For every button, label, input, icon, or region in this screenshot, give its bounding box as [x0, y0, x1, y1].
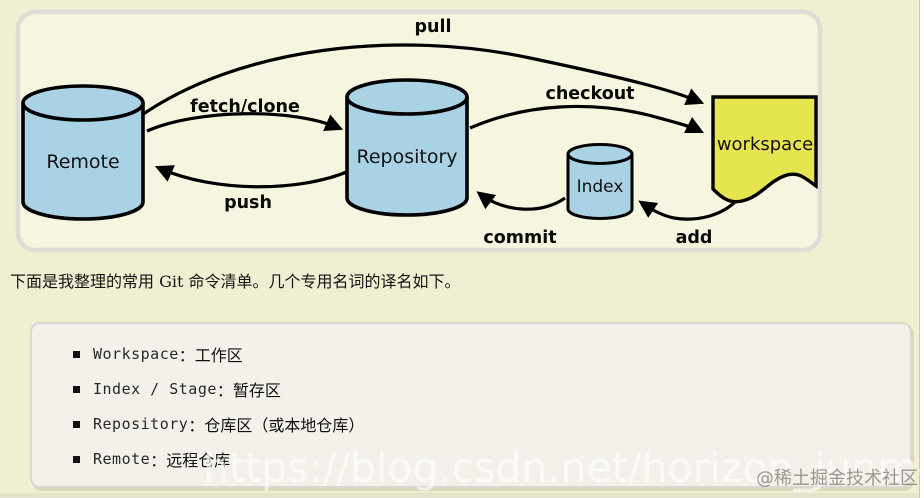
- edge-fetch-clone-label: fetch/clone: [190, 97, 300, 117]
- node-index-label: Index: [577, 177, 624, 197]
- edge-add-label: add: [676, 228, 713, 248]
- node-index: Index: [566, 143, 634, 220]
- glossary-definition: 暂存区: [232, 381, 281, 400]
- glossary-separator: ：: [150, 451, 167, 470]
- glossary-definition: 远程仓库: [166, 451, 231, 470]
- glossary-box: Workspace ： 工作区 Index / Stage ： 暂存区 Repo…: [30, 322, 912, 488]
- intro-text-suffix: 命令清单。几个专用名词的译名如下。: [183, 272, 461, 291]
- bullet-icon: [73, 350, 80, 358]
- edge-pull-label: pull: [415, 17, 452, 37]
- node-workspace: workspace: [711, 95, 818, 204]
- list-item-repository: Repository ： 仓库区（或本地仓库）: [73, 413, 910, 435]
- intro-paragraph: 下面是我整理的常用 Git 命令清单。几个专用名词的译名如下。: [10, 268, 890, 292]
- edge-push-label: push: [224, 193, 272, 213]
- node-remote-label: Remote: [46, 151, 119, 173]
- glossary-term: Index / Stage: [93, 380, 217, 398]
- glossary-separator: ：: [188, 416, 205, 435]
- glossary-separator: ：: [216, 381, 233, 400]
- bullet-icon: [73, 455, 80, 463]
- list-item-remote: Remote ： 远程仓库: [73, 448, 910, 470]
- glossary-term: Repository: [93, 415, 189, 433]
- node-remote: Remote: [21, 84, 145, 221]
- right-edge-strip: [919, 0, 924, 498]
- glossary-separator: ：: [178, 346, 195, 365]
- edge-pull-arrow: [138, 43, 705, 119]
- edge-checkout-label: checkout: [545, 84, 634, 104]
- edge-fetch-clone-arrow: [146, 112, 344, 133]
- node-repository-label: Repository: [356, 146, 457, 168]
- glossary-term: Workspace: [93, 345, 179, 363]
- edge-commit-arrow: [476, 191, 566, 211]
- edge-add-arrow: [638, 199, 738, 221]
- watermark-url: https://blog.csdn.net/horizon_junmowen: [203, 444, 924, 492]
- edge-push-arrow: [154, 165, 350, 189]
- node-workspace-label: workspace: [717, 134, 813, 155]
- list-item-index-stage: Index / Stage ： 暂存区: [73, 378, 910, 400]
- list-item-workspace: Workspace ： 工作区: [73, 343, 910, 365]
- glossary-definition: 工作区: [194, 346, 243, 365]
- bullet-icon: [73, 385, 80, 393]
- glossary-term: Remote: [93, 450, 151, 468]
- intro-text-prefix: 下面是我整理的常用: [10, 272, 160, 291]
- bottom-edge-strip: [0, 493, 924, 498]
- edge-checkout-arrow: [469, 104, 705, 134]
- watermark-badge: @稀土掘金技术社区: [756, 468, 918, 489]
- glossary-definition: 仓库区（或本地仓库）: [204, 416, 365, 435]
- git-term: Git: [159, 272, 184, 291]
- edge-commit-label: commit: [483, 228, 556, 248]
- node-repository: Repository: [345, 78, 469, 217]
- bullet-icon: [73, 420, 80, 428]
- git-flow-diagram: Remote Repository Index workspace pull f…: [15, 9, 823, 253]
